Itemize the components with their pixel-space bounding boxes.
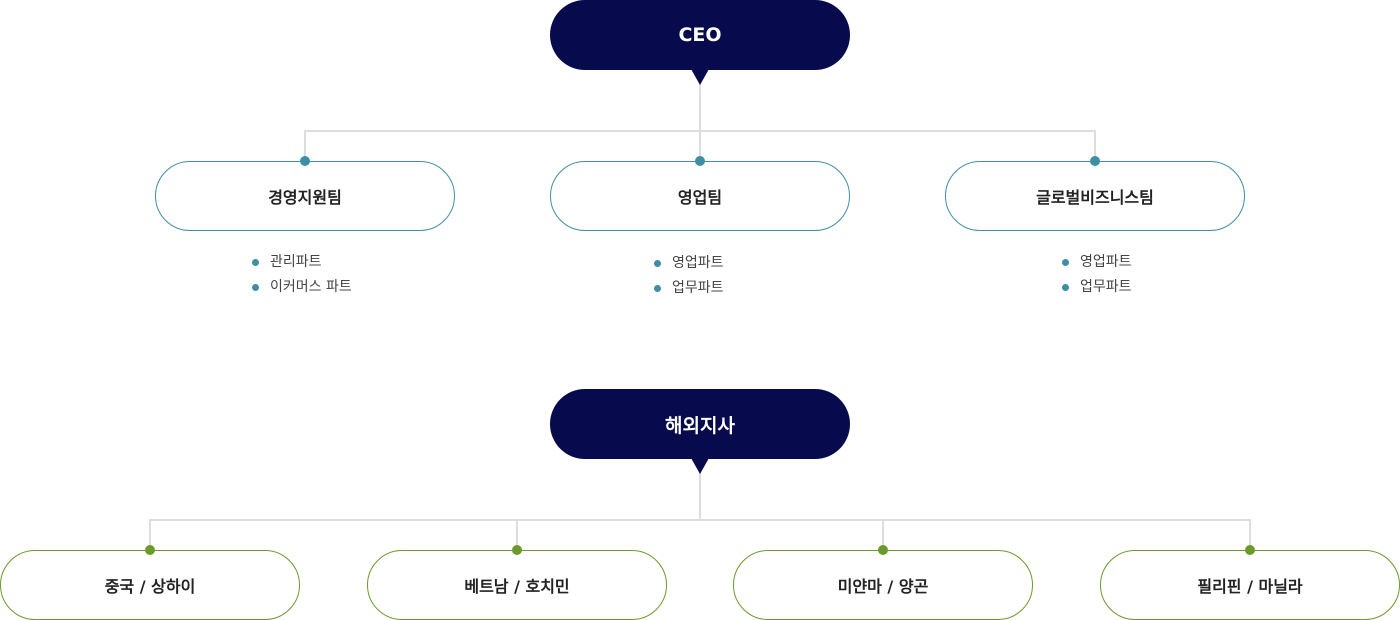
branch-node-shanghai: 중국 / 상하이 <box>0 550 300 620</box>
branch-drop-line-4 <box>1249 519 1251 550</box>
team-node-global-business: 글로벌비즈니스팀 <box>945 161 1245 231</box>
branch-label: 중국 / 상하이 <box>104 577 196 596</box>
branch-label: 베트남 / 호치민 <box>464 577 570 596</box>
bullet-icon <box>252 284 259 291</box>
part-label: 이커머스 파트 <box>270 279 352 295</box>
team-label: 영업팀 <box>677 188 723 207</box>
team-connector-dot-icon <box>1090 156 1100 166</box>
ceo-connector-vertical <box>699 70 701 132</box>
overseas-label: 해외지사 <box>665 414 735 437</box>
bullet-icon <box>1062 284 1069 291</box>
part-label: 관리파트 <box>270 254 322 270</box>
bullet-icon <box>654 285 661 292</box>
list-item: 영업파트 <box>654 251 724 276</box>
list-item: 이커머스 파트 <box>252 275 352 300</box>
team-connector-dot-icon <box>695 156 705 166</box>
part-label: 업무파트 <box>672 280 724 296</box>
team-label: 경영지원팀 <box>268 188 342 207</box>
branch-connector-dot-icon <box>1245 545 1255 555</box>
branch-node-hochiminh: 베트남 / 호치민 <box>367 550 667 620</box>
list-item: 업무파트 <box>1062 275 1132 300</box>
ceo-pointer-icon <box>691 69 709 85</box>
team-parts-list: 관리파트 이커머스 파트 <box>252 250 352 300</box>
list-item: 영업파트 <box>1062 250 1132 275</box>
branch-node-yangon: 미얀마 / 양곤 <box>733 550 1033 620</box>
part-label: 영업파트 <box>1080 254 1132 270</box>
bullet-icon <box>654 260 661 267</box>
team-node-management-support: 경영지원팀 <box>155 161 455 231</box>
team-label: 글로벌비즈니스팀 <box>1036 188 1154 207</box>
overseas-connector-vertical <box>699 459 701 521</box>
ceo-label: CEO <box>678 24 722 46</box>
team-parts-list: 영업파트 업무파트 <box>654 251 724 301</box>
bullet-icon <box>1062 259 1069 266</box>
team-drop-line-2 <box>699 130 701 161</box>
ceo-node: CEO <box>550 0 850 70</box>
branch-node-manila: 필리핀 / 마닐라 <box>1100 550 1400 620</box>
team-parts-list: 영업파트 업무파트 <box>1062 250 1132 300</box>
branch-connector-dot-icon <box>145 545 155 555</box>
branch-label: 미얀마 / 양곤 <box>837 577 929 596</box>
branch-drop-line-2 <box>516 519 518 550</box>
list-item: 업무파트 <box>654 276 724 301</box>
team-connector-dot-icon <box>300 156 310 166</box>
branch-drop-line-1 <box>149 519 151 550</box>
team-drop-line-3 <box>1094 130 1096 161</box>
branch-connector-dot-icon <box>512 545 522 555</box>
team-node-sales: 영업팀 <box>550 161 850 231</box>
branch-label: 필리핀 / 마닐라 <box>1197 577 1303 596</box>
branches-connector-horizontal <box>149 519 1251 521</box>
team-drop-line-1 <box>304 130 306 161</box>
overseas-pointer-icon <box>691 458 709 474</box>
bullet-icon <box>252 259 259 266</box>
overseas-node: 해외지사 <box>550 389 850 459</box>
branch-connector-dot-icon <box>878 545 888 555</box>
list-item: 관리파트 <box>252 250 352 275</box>
part-label: 영업파트 <box>672 255 724 271</box>
branch-drop-line-3 <box>882 519 884 550</box>
part-label: 업무파트 <box>1080 279 1132 295</box>
